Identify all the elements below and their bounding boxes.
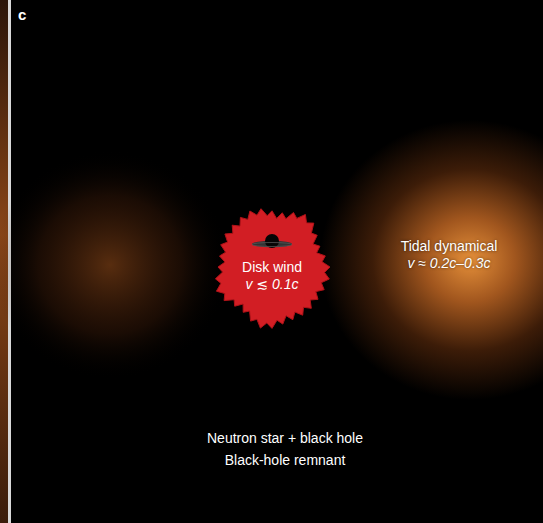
ejecta-glow-left: [0, 150, 230, 380]
wind-label: Disk wind: [213, 259, 331, 276]
black-hole: [265, 234, 279, 248]
remnant-label: Black-hole remnant: [225, 452, 346, 468]
ejecta-label: Tidal dynamical: [360, 238, 538, 255]
disk-rim: [252, 243, 292, 247]
disk-wind-blob: Disk windv ≲ 0.1c: [213, 203, 331, 331]
tidal-ejecta-cloud: Tidal dynamicalv ≈ 0.2c–0.3c: [300, 120, 543, 410]
panel-letter: c: [18, 6, 26, 23]
wind-velocity: v ≲ 0.1c: [213, 276, 331, 293]
ejecta-velocity: v ≈ 0.2c–0.3c: [360, 255, 538, 272]
system-label: Neutron star + black hole: [207, 430, 363, 446]
